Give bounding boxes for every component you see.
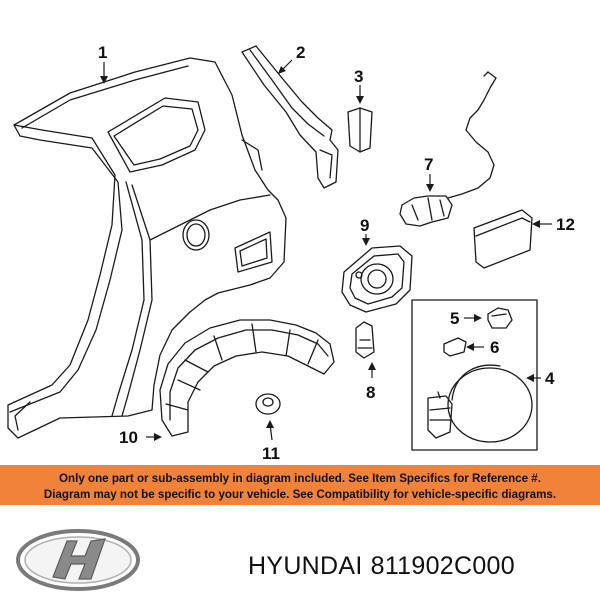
callout-4: 4 [545,369,555,388]
callout-1: 1 [98,43,107,62]
brand-row [0,505,600,600]
notice-line-2: Diagram may not be specific to your vehi… [43,488,557,501]
callout-11: 11 [262,444,280,463]
part-number: 811902C000 [370,552,515,580]
grommet [255,393,281,415]
clip [347,107,373,153]
callout-12: 12 [556,215,575,234]
notice-line-1: Only one part or sub-assembly in diagram… [59,472,541,485]
bracket [443,337,467,357]
brand-name: HYUNDAI [248,552,363,580]
callout-7: 7 [424,155,433,174]
filler-housing [341,245,413,313]
parts-diagram: 1 2 3 7 9 12 5 6 4 8 10 11 [7,43,575,463]
wheel-house-liner [159,319,335,437]
callout-3: 3 [354,67,363,86]
callout-9: 9 [360,216,369,235]
quarter-panel [7,57,287,439]
fuel-door-actuator [399,71,497,227]
callout-6: 6 [490,338,499,357]
cap [487,307,513,329]
hyundai-logo-icon [16,529,140,591]
plate [473,209,533,269]
latch [355,321,375,359]
notice-banner: Only one part or sub-assembly in diagram… [0,465,600,505]
subassembly-box [411,299,538,451]
fuel-door [427,364,533,443]
pillar-trim [241,45,339,189]
callout-2: 2 [296,43,305,62]
callout-5: 5 [450,309,459,328]
callout-8: 8 [366,383,375,402]
callout-10: 10 [119,428,138,447]
